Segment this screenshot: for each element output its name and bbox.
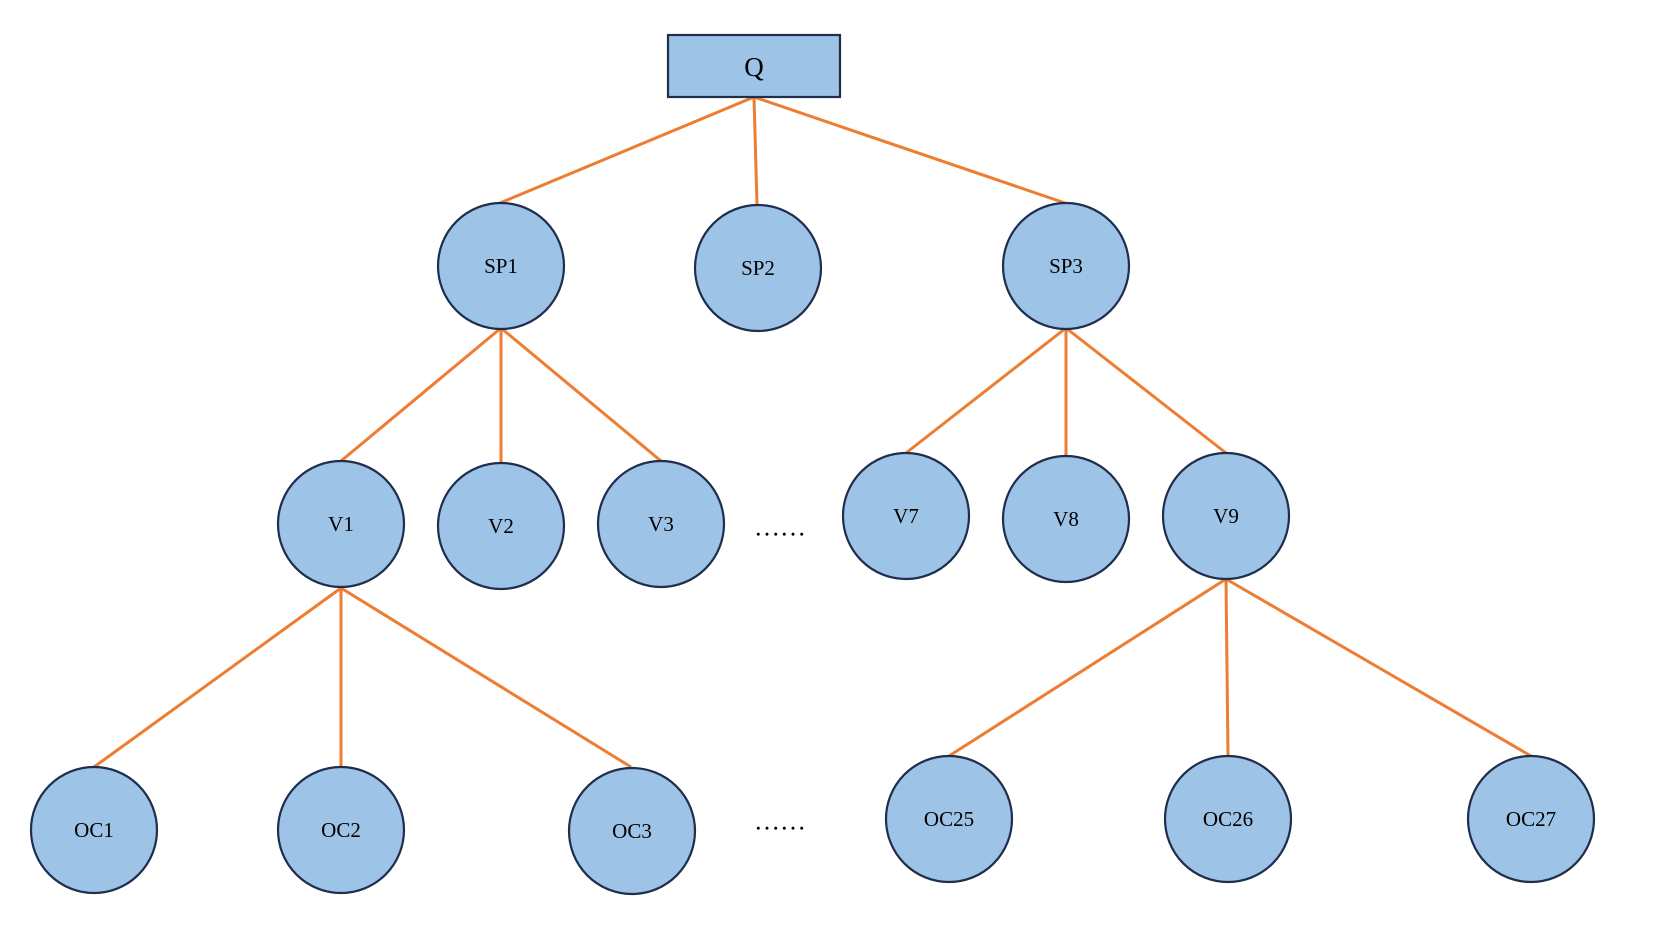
node-oc1: OC1: [29, 765, 159, 895]
node-oc27-label: OC27: [1506, 807, 1556, 831]
node-sp2-circle: [693, 203, 823, 333]
edge-v9-oc26: [1224, 578, 1230, 757]
node-v1-label: V1: [328, 512, 354, 536]
node-v8-label: V8: [1053, 507, 1079, 531]
node-q-label: Q: [744, 52, 764, 82]
node-sp3-label: SP3: [1049, 254, 1083, 278]
node-oc26-circle: [1163, 754, 1293, 884]
edge-v1-oc1: [93, 586, 342, 769]
edge-q-sp1: [499, 95, 755, 205]
node-sp1-label: SP1: [484, 254, 518, 278]
node-v3-circle: [596, 459, 726, 589]
node-sp2: SP2: [693, 203, 823, 333]
node-v1-circle: [276, 459, 406, 589]
node-sp3-circle: [1001, 201, 1131, 331]
node-v8: V8: [1001, 454, 1131, 584]
edge-q-sp3: [753, 95, 1066, 205]
node-oc1-circle: [29, 765, 159, 895]
edge-sp3-v9: [1065, 326, 1227, 455]
node-q: Q: [666, 33, 842, 99]
node-v2: V2: [436, 461, 566, 591]
node-v7-circle: [841, 451, 971, 581]
node-oc3-circle: [567, 766, 697, 896]
edge-sp1-v1: [340, 326, 502, 463]
edge-sp1-v3: [500, 326, 662, 463]
node-v9-circle: [1161, 451, 1291, 581]
edge-sp3-v7: [905, 326, 1067, 455]
ellipsis-level-oc: ……: [754, 807, 806, 836]
node-oc27-circle: [1466, 754, 1596, 884]
ellipsis-level-v: ……: [754, 513, 806, 542]
node-v3: V3: [596, 459, 726, 589]
node-oc2-circle: [276, 765, 406, 895]
node-oc25-label: OC25: [924, 807, 974, 831]
edge-q-sp2: [752, 96, 759, 206]
node-v7-label: V7: [893, 504, 919, 528]
node-oc2: OC2: [276, 765, 406, 895]
edge-v1-oc3: [340, 586, 632, 769]
node-sp1: SP1: [436, 201, 566, 331]
edge-v9-oc25: [948, 577, 1227, 758]
node-v9: V9: [1161, 451, 1291, 581]
node-oc25: OC25: [884, 754, 1014, 884]
node-v1: V1: [276, 459, 406, 589]
node-sp2-label: SP2: [741, 256, 775, 280]
node-v8-circle: [1001, 454, 1131, 584]
node-v2-circle: [436, 461, 566, 591]
node-v7: V7: [841, 451, 971, 581]
node-sp1-circle: [436, 201, 566, 331]
node-oc3-label: OC3: [612, 819, 652, 843]
root-box: [666, 33, 842, 99]
node-v2-label: V2: [488, 514, 514, 538]
node-v3-label: V3: [648, 512, 674, 536]
node-oc25-circle: [884, 754, 1014, 884]
edges: [93, 95, 1532, 769]
node-oc1-label: OC1: [74, 818, 114, 842]
edge-v9-oc27: [1225, 577, 1532, 758]
node-oc26: OC26: [1163, 754, 1293, 884]
node-oc2-label: OC2: [321, 818, 361, 842]
node-v9-label: V9: [1213, 504, 1239, 528]
node-sp3: SP3: [1001, 201, 1131, 331]
node-oc3: OC3: [567, 766, 697, 896]
node-oc27: OC27: [1466, 754, 1596, 884]
node-oc26-label: OC26: [1203, 807, 1253, 831]
